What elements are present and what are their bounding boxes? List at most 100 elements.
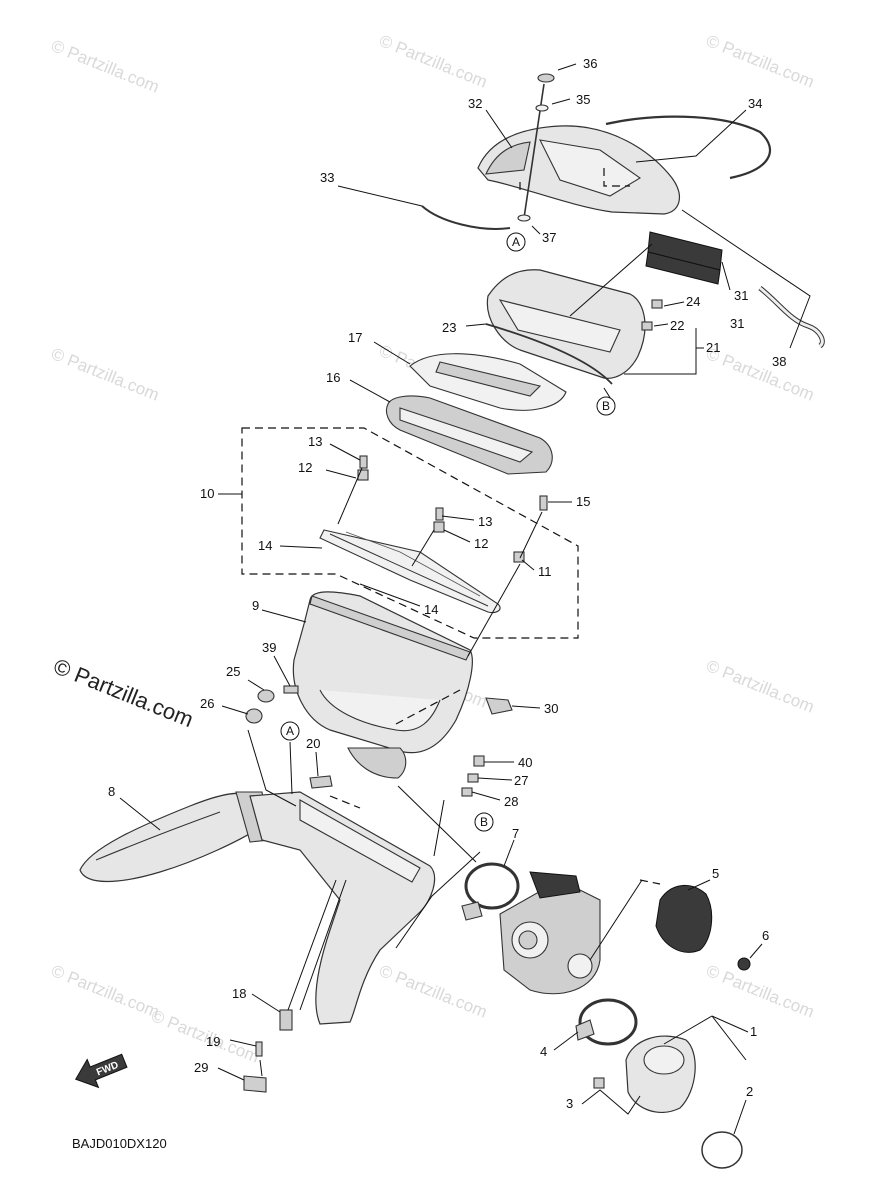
watermark: © Partzilla.com xyxy=(704,656,817,717)
callout: 8 xyxy=(108,784,115,799)
watermark: © Partzilla.com xyxy=(704,344,817,405)
callout: 30 xyxy=(544,701,558,716)
callout: 33 xyxy=(320,170,334,185)
reference-circles: A B A B xyxy=(280,232,616,832)
part-clip-22 xyxy=(641,321,653,331)
watermark: © Partzilla.com xyxy=(377,31,490,92)
callout: 23 xyxy=(442,320,456,335)
part-upper-cover xyxy=(477,125,680,215)
dash-connector xyxy=(329,795,361,809)
part-nut-29 xyxy=(243,1075,267,1093)
part-clip-20 xyxy=(309,775,333,789)
callout: 10 xyxy=(200,486,214,501)
watermark: © Partzilla.com xyxy=(377,961,490,1022)
callout: 24 xyxy=(686,294,700,309)
callout: 1 xyxy=(750,1024,757,1039)
part-cover-5 xyxy=(655,885,713,953)
part-clip-30 xyxy=(485,697,513,715)
callout: 12 xyxy=(298,460,312,475)
part-airbox-9 xyxy=(292,591,473,779)
callout: 17 xyxy=(348,330,362,345)
callout: 36 xyxy=(583,56,597,71)
main-watermark: © Partzilla.com xyxy=(50,653,197,732)
part-collar-27 xyxy=(467,773,479,783)
part-bolt-40 xyxy=(473,755,485,767)
callout: 18 xyxy=(232,986,246,1001)
part-screw-6 xyxy=(737,957,751,971)
part-screw-3 xyxy=(593,1077,605,1089)
callout: 38 xyxy=(772,354,786,369)
callout: 9 xyxy=(252,598,259,613)
callout-layer: 36 35 32 34 33 37 31 31 24 22 21 23 38 1… xyxy=(108,56,786,1111)
callout: 21 xyxy=(706,340,720,355)
callout: 28 xyxy=(504,794,518,809)
part-element-17 xyxy=(409,353,567,411)
part-lower-duct xyxy=(249,791,435,1025)
callout: 13 xyxy=(478,514,492,529)
callout: 11 xyxy=(538,564,552,579)
part-joint-1 xyxy=(625,1035,696,1113)
callout: 37 xyxy=(542,230,556,245)
part-frame-14 xyxy=(319,529,501,614)
part-bolt-39 xyxy=(283,685,299,694)
callout: 14 xyxy=(424,602,438,617)
fwd-label: FWD xyxy=(95,1060,120,1079)
callout: 22 xyxy=(670,318,684,333)
part-clip-24 xyxy=(651,299,663,309)
part-duct-8 xyxy=(79,791,271,883)
callout: 2 xyxy=(746,1084,753,1099)
part-throttle-body xyxy=(499,871,601,995)
circle-ref-a: A xyxy=(512,235,520,249)
diagram-code: BAJD010DX120 xyxy=(72,1136,167,1151)
watermark: © Partzilla.com xyxy=(704,961,817,1022)
part-bolts-12-13 xyxy=(357,455,548,563)
callout: 16 xyxy=(326,370,340,385)
callout: 4 xyxy=(540,1044,547,1059)
fwd-arrow-icon: FWD xyxy=(75,1053,128,1089)
dash-connector xyxy=(603,168,630,187)
callout: 26 xyxy=(200,696,214,711)
circle-ref-a: A xyxy=(286,724,294,738)
part-clamp-4 xyxy=(575,998,638,1046)
callout: 19 xyxy=(206,1034,220,1049)
callout: 13 xyxy=(308,434,322,449)
watermark: © Partzilla.com xyxy=(49,961,162,1022)
callout: 40 xyxy=(518,755,532,770)
callout: 14 xyxy=(258,538,272,553)
callout: 6 xyxy=(762,928,769,943)
part-collar-28 xyxy=(461,787,473,797)
part-oring-2 xyxy=(701,1131,743,1169)
leader-lines xyxy=(119,63,811,1135)
part-bolt-19 xyxy=(255,1041,263,1057)
watermark: © Partzilla.com xyxy=(49,344,162,405)
part-filter-16 xyxy=(385,395,553,475)
callout: 25 xyxy=(226,664,240,679)
callout: 35 xyxy=(576,92,590,107)
callout: 31 xyxy=(734,288,748,303)
group-box-10 xyxy=(241,427,579,639)
part-bolt-stack xyxy=(517,73,555,222)
callout: 3 xyxy=(566,1096,573,1111)
callout: 5 xyxy=(712,866,719,881)
callout: 27 xyxy=(514,773,528,788)
dash-connector xyxy=(639,879,661,885)
callout: 29 xyxy=(194,1060,208,1075)
watermark: © Partzilla.com xyxy=(49,36,162,97)
watermark: © Partzilla.com xyxy=(704,31,817,92)
part-grommet-25 xyxy=(257,689,275,703)
callout: 31 xyxy=(730,316,744,331)
callout: 39 xyxy=(262,640,276,655)
part-strip-23 xyxy=(485,323,613,385)
callout: 32 xyxy=(468,96,482,111)
circle-ref-b: B xyxy=(602,399,610,413)
callout: 34 xyxy=(748,96,762,111)
part-foam-31 xyxy=(645,231,723,285)
part-wire-33 xyxy=(421,205,511,230)
callout: 20 xyxy=(306,736,320,751)
part-wire-34 xyxy=(605,115,771,180)
circle-ref-b: B xyxy=(480,815,488,829)
callout: 7 xyxy=(512,826,519,841)
callout: 15 xyxy=(576,494,590,509)
part-grommet-18 xyxy=(279,1009,293,1031)
